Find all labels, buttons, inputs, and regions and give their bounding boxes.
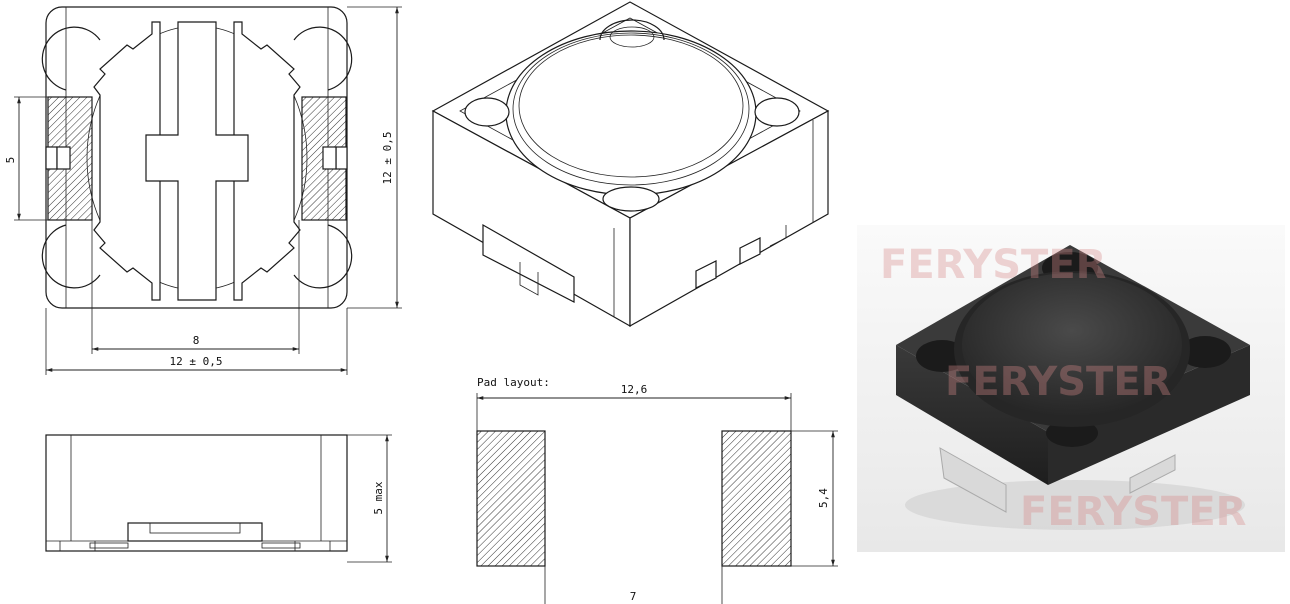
- pad-total-width-label: 12,6: [621, 383, 648, 396]
- top-height-label: 12 ± 0,5: [381, 132, 394, 185]
- photo-cap: [962, 273, 1182, 417]
- pad-spacing-label: 8: [193, 334, 200, 347]
- photo-recess-right: [1179, 336, 1231, 368]
- pad-layout-title: Pad layout:: [477, 376, 550, 389]
- product-photo: FERYSTER FERYSTER FERYSTER: [857, 225, 1285, 552]
- terminal-height-label: 5: [4, 157, 17, 164]
- watermark-3: FERYSTER: [1020, 489, 1246, 535]
- pad-left: [476, 430, 546, 567]
- pad-layout: Pad layout: 12,6 5,4 7: [476, 376, 838, 604]
- watermark-2: FERYSTER: [945, 359, 1171, 405]
- top-view: 5 12 ± 0,5 8 12 ± 0,5: [4, 6, 402, 375]
- isometric-view: [431, 1, 830, 328]
- side-height-label: 5 max: [372, 481, 385, 514]
- pad-gap-label: 7: [630, 590, 637, 603]
- pad-right: [721, 430, 792, 567]
- watermark-1: FERYSTER: [880, 242, 1106, 288]
- top-width-label: 12 ± 0,5: [170, 355, 223, 368]
- side-view: 5 max: [45, 434, 392, 563]
- pad-height-label: 5,4: [817, 488, 830, 508]
